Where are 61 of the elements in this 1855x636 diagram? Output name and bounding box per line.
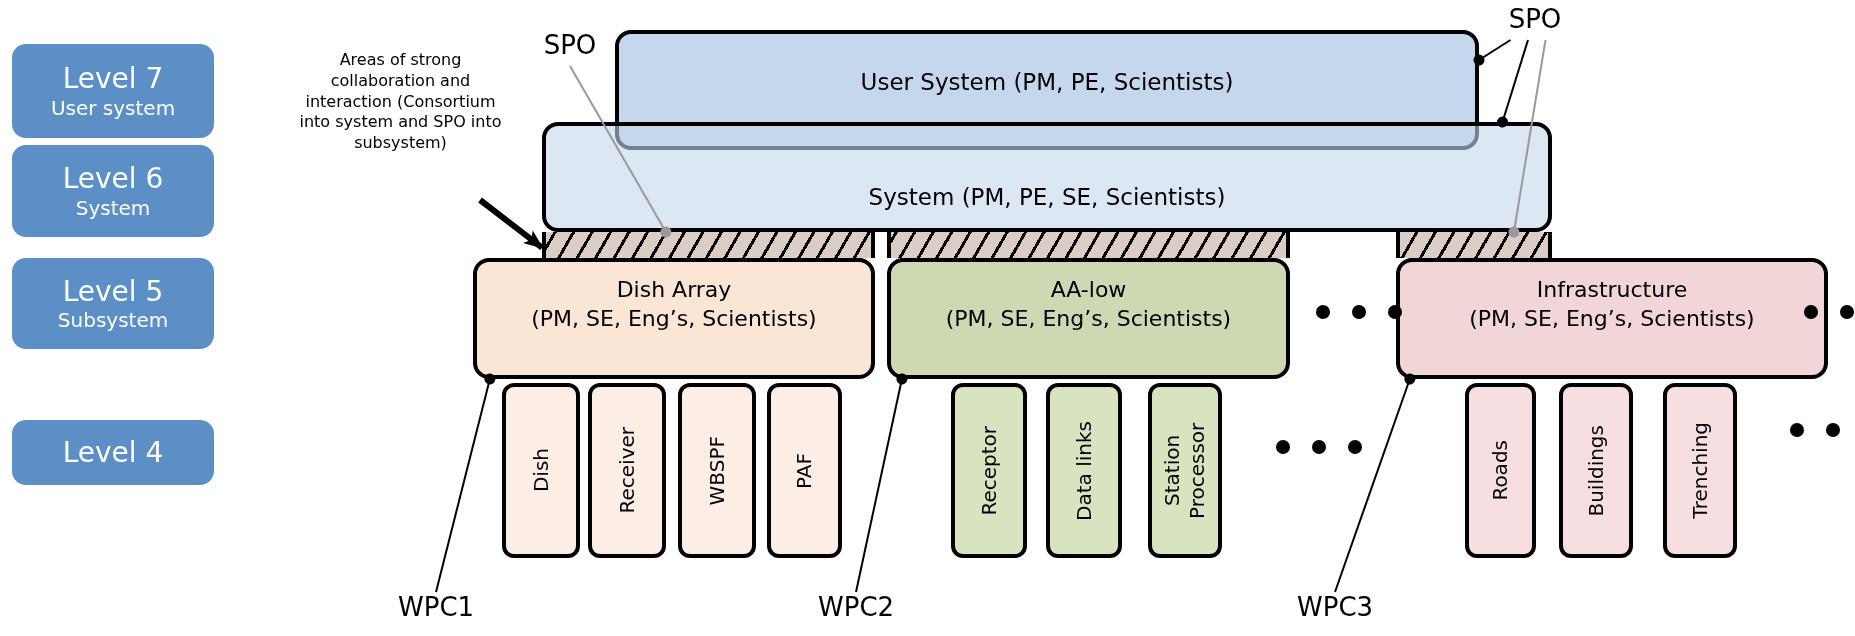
leader-line (569, 65, 672, 238)
leader-line (1334, 373, 1416, 593)
box-title: System (PM, PE, SE, Scientists) (868, 184, 1226, 210)
component-box (951, 383, 1027, 558)
system-box (542, 122, 1552, 232)
level-number: Level 6 (62, 162, 164, 196)
box-title: Infrastructure (1536, 276, 1688, 304)
component-box (678, 383, 756, 558)
callout-text: WPC3 (1297, 592, 1373, 626)
hatched-overlap-bar (1396, 232, 1552, 258)
subsystem-box (1396, 258, 1828, 379)
subsystem-box (473, 258, 875, 379)
leader-line (1508, 39, 1547, 238)
box-title: Dish Array (616, 276, 732, 304)
level-box (12, 145, 214, 237)
callout-text: WPC1 (398, 592, 474, 626)
hatched-overlap-bar (887, 232, 1290, 258)
leader-line (435, 373, 496, 593)
level-number: Level 4 (62, 435, 164, 470)
component-box (1465, 383, 1536, 558)
system-box (615, 30, 1479, 150)
component-label: Station Processor (1160, 421, 1210, 521)
component-label: Roads (1488, 440, 1513, 501)
level-number: Level 7 (62, 62, 164, 96)
callout-text: SPO (1500, 4, 1570, 40)
component-label: Receptor (976, 425, 1002, 516)
level-name: User system (50, 95, 176, 120)
box-subtitle: (PM, SE, Eng’s, Scientists) (531, 304, 817, 333)
arrow (478, 197, 544, 250)
component-label: Buildings (1583, 424, 1609, 517)
leader-line (1497, 39, 1529, 128)
component-box (1046, 383, 1122, 558)
box-subtitle: (PM, SE, Eng’s, Scientists) (945, 304, 1232, 333)
component-label: Dish (528, 448, 554, 493)
level-number: Level 5 (62, 274, 164, 309)
annotation-text: Areas of strong collaboration and interaction (Consortium into system and SPO into subsystem) (293, 50, 508, 200)
level-name: Subsystem (57, 308, 169, 333)
level-box (12, 44, 214, 138)
component-label: Receiver (614, 427, 640, 514)
component-label: Data links (1071, 420, 1097, 521)
component-box (767, 383, 842, 558)
component-box (502, 383, 580, 558)
component-label: PAF (792, 452, 817, 489)
box-title: AA-low (1050, 276, 1127, 304)
component-box (588, 383, 666, 558)
leader-line (855, 373, 908, 593)
callout-text: SPO (535, 30, 605, 66)
callout-text: WPC2 (818, 592, 894, 626)
component-box (1663, 383, 1737, 558)
subsystem-box (887, 258, 1290, 379)
level-box (12, 420, 214, 485)
box-subtitle: (PM, SE, Eng’s, Scientists) (1469, 304, 1755, 333)
component-label: WBSPF (704, 435, 730, 506)
component-label: Trenching (1687, 422, 1713, 519)
level-name: System (75, 195, 151, 220)
box-title: User System (PM, PE, Scientists) (860, 69, 1234, 95)
component-box (1559, 383, 1633, 558)
component-box (1148, 383, 1222, 558)
leader-line (1473, 39, 1512, 66)
hatched-overlap-bar (542, 232, 875, 258)
level-box (12, 258, 214, 349)
